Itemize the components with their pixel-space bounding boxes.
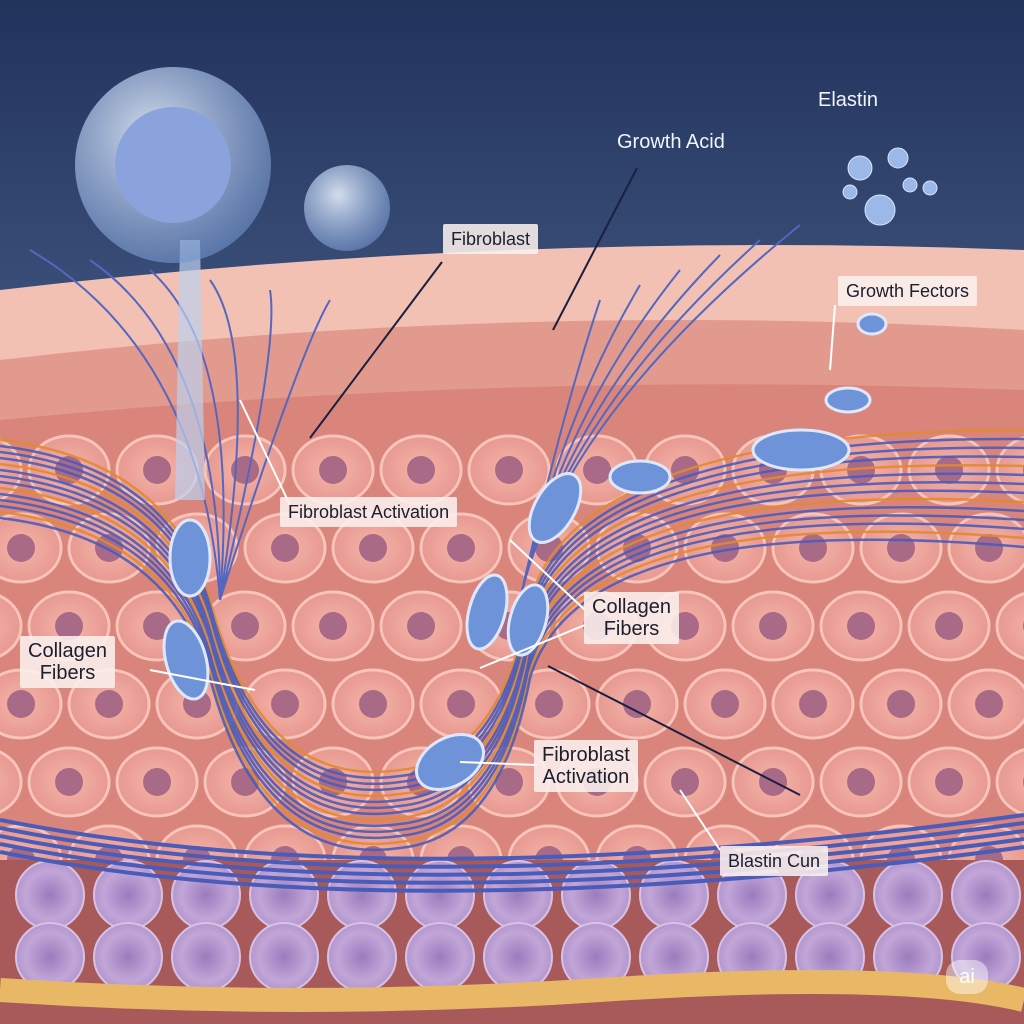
dermis-cell xyxy=(331,668,415,740)
fat-cell xyxy=(405,860,475,930)
fiber-strand xyxy=(29,249,221,601)
dermis-cell xyxy=(907,746,991,818)
fiber-strand xyxy=(519,224,801,601)
label-line: Collagen xyxy=(28,640,107,662)
basement-fiber xyxy=(0,821,1024,869)
fiber-strand xyxy=(0,504,1024,840)
fat-cell xyxy=(405,922,475,992)
dermis-cell xyxy=(291,590,375,662)
fiber-strand xyxy=(0,516,1024,852)
dermis-cell xyxy=(771,668,855,740)
dermis-cell xyxy=(419,668,503,740)
fat-cell xyxy=(15,860,85,930)
label-fibroblast-activation-top: Fibroblast Activation xyxy=(280,497,458,527)
dermis-cell xyxy=(419,512,503,584)
watermark-logo: ai xyxy=(946,960,988,994)
dermis-cell xyxy=(643,746,727,818)
dermis-cell xyxy=(203,590,287,662)
fat-cell xyxy=(327,922,397,992)
dermis-cell xyxy=(291,434,375,506)
fat-cell xyxy=(483,922,553,992)
fiber-strand xyxy=(149,269,225,601)
dermis-cell xyxy=(243,512,327,584)
dermis-cell xyxy=(907,434,991,506)
basement-fiber xyxy=(0,829,1024,877)
dermis-cell xyxy=(771,512,855,584)
dermis-cell xyxy=(379,590,463,662)
dermis-cell xyxy=(859,668,943,740)
fiber-strand xyxy=(219,289,273,601)
label-growth-factors: Growth Fectors xyxy=(838,276,978,306)
fiber-strand xyxy=(0,510,1024,846)
fibroblast-stalk xyxy=(175,240,205,500)
dermis-cell xyxy=(467,434,551,506)
label-elastin: Elastin xyxy=(818,89,879,111)
dermis-cell xyxy=(0,512,63,584)
label-line: Fibers xyxy=(39,662,96,684)
fat-cell xyxy=(639,860,709,930)
label-fibroblast: Fibroblast xyxy=(443,224,539,254)
dermis-cell xyxy=(0,750,23,814)
dermis-cell xyxy=(379,434,463,506)
dermis-cell xyxy=(947,512,1024,584)
fibroblasts xyxy=(162,312,888,791)
fiber-bundle xyxy=(0,224,1024,1012)
dermis-cell xyxy=(947,668,1024,740)
dermis-cell xyxy=(595,668,679,740)
stem-cell-nucleus xyxy=(115,107,231,223)
dermis-cell xyxy=(819,590,903,662)
dermis-cell xyxy=(907,590,991,662)
fiber-strand xyxy=(219,299,331,601)
fiber-strand xyxy=(209,279,239,601)
pointer-arrows xyxy=(309,167,801,796)
fat-cell xyxy=(483,860,553,930)
fat-cell xyxy=(93,922,163,992)
fat-cell xyxy=(873,860,943,930)
fat-cell xyxy=(171,922,241,992)
label-growth-acid: Growth Acid xyxy=(617,131,725,153)
fiber-strand xyxy=(0,498,1024,834)
fat-cell xyxy=(951,860,1021,930)
dermis-cell xyxy=(27,746,111,818)
label-blastin-cun: Blastin Cun xyxy=(720,846,829,876)
basement-fiber xyxy=(0,813,1024,861)
fat-fiber-band xyxy=(0,970,1024,1012)
label-line: Activation xyxy=(542,766,630,788)
label-line: Collagen xyxy=(592,596,671,618)
basement-fiber xyxy=(0,845,1024,893)
dermis-cell xyxy=(819,746,903,818)
label-line: Fibroblast xyxy=(542,744,630,766)
small-bubble xyxy=(304,165,390,251)
elastin-molecules xyxy=(842,147,938,226)
dermis-cell xyxy=(731,590,815,662)
dermis-cell xyxy=(115,746,199,818)
label-line: Fibers xyxy=(603,618,660,640)
fat-cell xyxy=(249,922,319,992)
dermis-cell xyxy=(0,594,23,658)
basement-fiber xyxy=(0,837,1024,885)
dermis-cell xyxy=(683,668,767,740)
dermis-cell xyxy=(291,746,375,818)
leader-lines xyxy=(149,304,836,851)
